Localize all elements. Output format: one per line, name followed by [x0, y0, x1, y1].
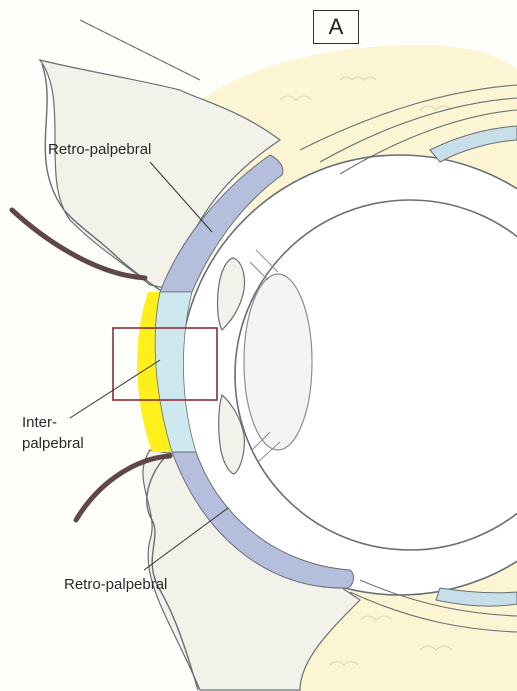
- panel-letter-box: A: [313, 10, 359, 44]
- panel-letter: A: [329, 14, 344, 40]
- lens: [244, 274, 312, 450]
- label-retro-palpebral-lower: Retro-palpebral: [64, 575, 167, 594]
- label-retro-palpebral-upper: Retro-palpebral: [48, 140, 151, 159]
- label-inter-palpebral-line2: palpebral: [22, 434, 84, 453]
- label-inter-palpebral-line1: Inter-: [22, 413, 57, 432]
